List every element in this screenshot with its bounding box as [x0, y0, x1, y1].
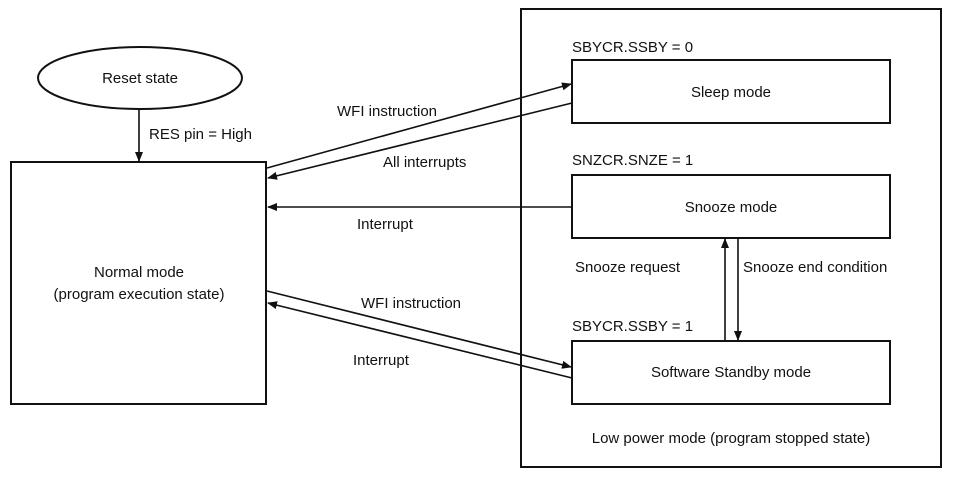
edge-normal-to-standby [266, 290, 572, 369]
sleep-mode-node [571, 59, 891, 124]
low-power-mode-label: Low power mode (program stopped state) [592, 430, 870, 447]
normal-mode-node [10, 161, 267, 405]
reset-state-node [37, 46, 243, 110]
reset-state-label: Reset state [102, 70, 178, 87]
normal-mode-sublabel: (program execution state) [54, 286, 225, 303]
edge-label-res-pin: RES pin = High [149, 126, 252, 143]
edge-standby-to-normal [267, 301, 573, 379]
standby-mode-node [571, 340, 891, 405]
standby-mode-label: Software Standby mode [651, 364, 811, 381]
edge-label-all-interrupts: All interrupts [383, 154, 466, 171]
edge-label-wfi-sleep: WFI instruction [337, 103, 437, 120]
sleep-mode-label: Sleep mode [691, 84, 771, 101]
edge-normal-to-sleep [266, 82, 572, 169]
edge-label-interrupt-snooze: Interrupt [357, 216, 414, 233]
standby-condition-label: SBYCR.SSBY = 1 [572, 318, 693, 335]
snooze-mode-node [571, 174, 891, 239]
edge-label-wfi-standby: WFI instruction [361, 295, 461, 312]
edge-label-snooze-end: Snooze end condition [743, 259, 887, 276]
edge-label-interrupt-standby: Interrupt [353, 352, 410, 369]
snooze-condition-label: SNZCR.SNZE = 1 [572, 152, 693, 169]
sleep-condition-label: SBYCR.SSBY = 0 [572, 39, 693, 56]
normal-mode-label: Normal mode [94, 264, 184, 281]
edge-label-snooze-request: Snooze request [575, 259, 681, 276]
edge-sleep-to-normal [267, 102, 573, 180]
snooze-mode-label: Snooze mode [685, 199, 778, 216]
